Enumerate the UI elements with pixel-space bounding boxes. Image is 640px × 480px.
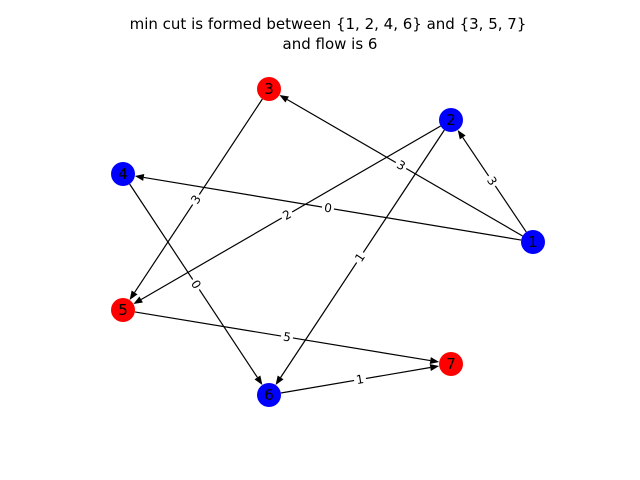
edge-labels-layer: 3 3 0 2 1 3 0 5 1	[186, 155, 502, 388]
edge-label-group-4-6: 0	[186, 275, 206, 294]
edge-label-group-1-4: 0	[320, 199, 336, 216]
edge-arrowhead-3-5	[129, 290, 138, 300]
edge-label-background	[482, 171, 502, 190]
edges-layer	[129, 95, 527, 394]
edge-label: 1	[355, 372, 365, 387]
node-5	[111, 298, 135, 322]
edge-label-group-2-5: 2	[277, 205, 296, 225]
edge-label-background	[186, 190, 206, 209]
edge-label-background	[320, 199, 336, 216]
node-label-2: 2	[446, 111, 456, 129]
edge-arrowhead-2-6	[275, 375, 284, 385]
edge-label: 5	[282, 329, 292, 344]
node-4	[111, 162, 135, 186]
node-label-4: 4	[118, 165, 128, 183]
node-label-5: 5	[118, 301, 128, 319]
edge-label-background	[352, 370, 368, 388]
edge-arrowhead-4-6	[254, 375, 263, 385]
edge-label-group-6-7: 1	[352, 370, 368, 388]
node-3	[257, 77, 281, 101]
edge-label: 0	[323, 200, 333, 215]
node-label-6: 6	[264, 386, 274, 404]
edge-label-group-2-6: 1	[350, 248, 370, 267]
node-7	[439, 352, 463, 376]
node-2	[439, 108, 463, 132]
node-label-7: 7	[446, 355, 456, 373]
edge-label-background	[350, 248, 370, 267]
diagram-title: min cut is formed between {1, 2, 4, 6} a…	[130, 15, 527, 53]
edge-label-group-5-7: 5	[279, 328, 295, 345]
edge-label-background	[186, 275, 206, 294]
node-label-1: 1	[528, 233, 538, 251]
edge-label-group-1-2: 3	[482, 171, 502, 190]
edge-label-background	[279, 328, 295, 345]
edge-label-background	[392, 155, 411, 175]
title-line-1: min cut is formed between {1, 2, 4, 6} a…	[130, 15, 527, 33]
nodes-layer: 1 2 3 4 5 6 7	[111, 77, 545, 407]
edge-arrowhead-1-4	[134, 173, 145, 181]
node-6	[257, 383, 281, 407]
node-label-3: 3	[264, 80, 274, 98]
edge-arrowhead-2-5	[133, 296, 143, 304]
node-1	[521, 230, 545, 254]
edge-arrowhead-1-3	[279, 95, 289, 103]
edge-arrowhead-1-2	[457, 129, 466, 140]
edge-arrowhead-6-7	[429, 364, 440, 371]
edge-arrowhead-5-7	[429, 357, 440, 365]
edge-label-group-3-5: 3	[186, 190, 206, 209]
title-line-2: and flow is 6	[283, 35, 378, 53]
edge-label-background	[277, 205, 296, 225]
edge-label-group-1-3: 3	[392, 155, 411, 175]
